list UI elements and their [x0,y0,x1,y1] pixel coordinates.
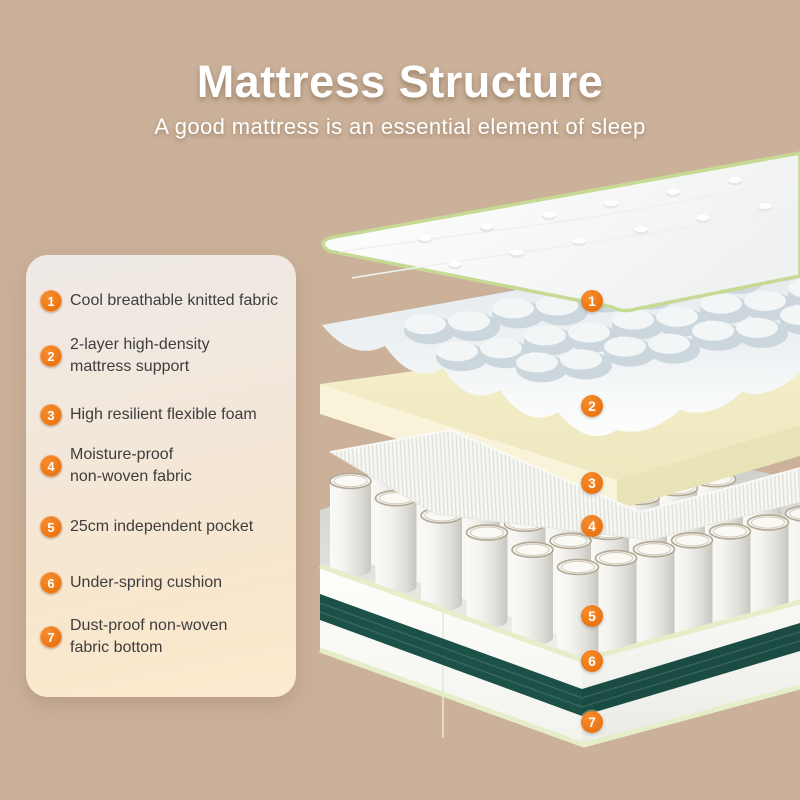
legend-label-7: Dust-proof non-woven fabric bottom [70,617,228,656]
diagram-marker-5: 5 [581,605,603,627]
legend-item-7: 7 Dust-proof non-woven fabric bottom [40,615,227,659]
legend-item-2: 2 2-layer high-density mattress support [40,334,210,378]
number-badge-2: 2 [40,345,62,367]
legend-item-5: 5 25cm independent pocket [40,516,253,538]
diagram-marker-7: 7 [581,711,603,733]
header: Mattress Structure A good mattress is an… [0,58,800,140]
knitted-fabric-layer [321,151,800,313]
diagram-marker-4: 4 [581,515,603,537]
number-badge-4: 4 [40,455,62,477]
legend-item-6: 6 Under-spring cushion [40,572,222,594]
legend-label-1: Cool breathable knitted fabric [70,292,279,309]
legend-label-5: 25cm independent pocket [70,518,254,535]
base-bottom-piping [319,647,800,748]
page-title: Mattress Structure [196,56,604,107]
legend-label-4: Moisture-proof non-woven fabric [70,446,192,485]
number-badge-5: 5 [40,516,62,538]
legend-label-3: High resilient flexible foam [70,406,257,423]
number-badge-1: 1 [40,290,62,312]
teal-stripe-left [320,594,582,716]
mattress-base [319,563,800,748]
legend-panel: 1 Cool breathable knitted fabric 2 2-lay… [26,255,296,697]
legend-item-1: 1 Cool breathable knitted fabric [40,290,278,312]
number-badge-7: 7 [40,626,62,648]
legend-label-6: Under-spring cushion [70,574,223,591]
non-woven-fabric-layer [328,428,800,541]
legend-item-3: 3 High resilient flexible foam [40,404,257,426]
diagram-marker-3: 3 [581,472,603,494]
number-badge-6: 6 [40,572,62,594]
diagram-marker-2: 2 [581,395,603,417]
diagram-marker-6: 6 [581,650,603,672]
legend-label-2: 2-layer high-density mattress support [70,336,210,375]
number-badge-3: 3 [40,404,62,426]
teal-stripe-right [582,623,800,716]
legend-item-4: 4 Moisture-proof non-woven fabric [40,444,192,488]
diagram-marker-1: 1 [581,290,603,312]
page-subtitle: A good mattress is an essential element … [154,114,646,140]
